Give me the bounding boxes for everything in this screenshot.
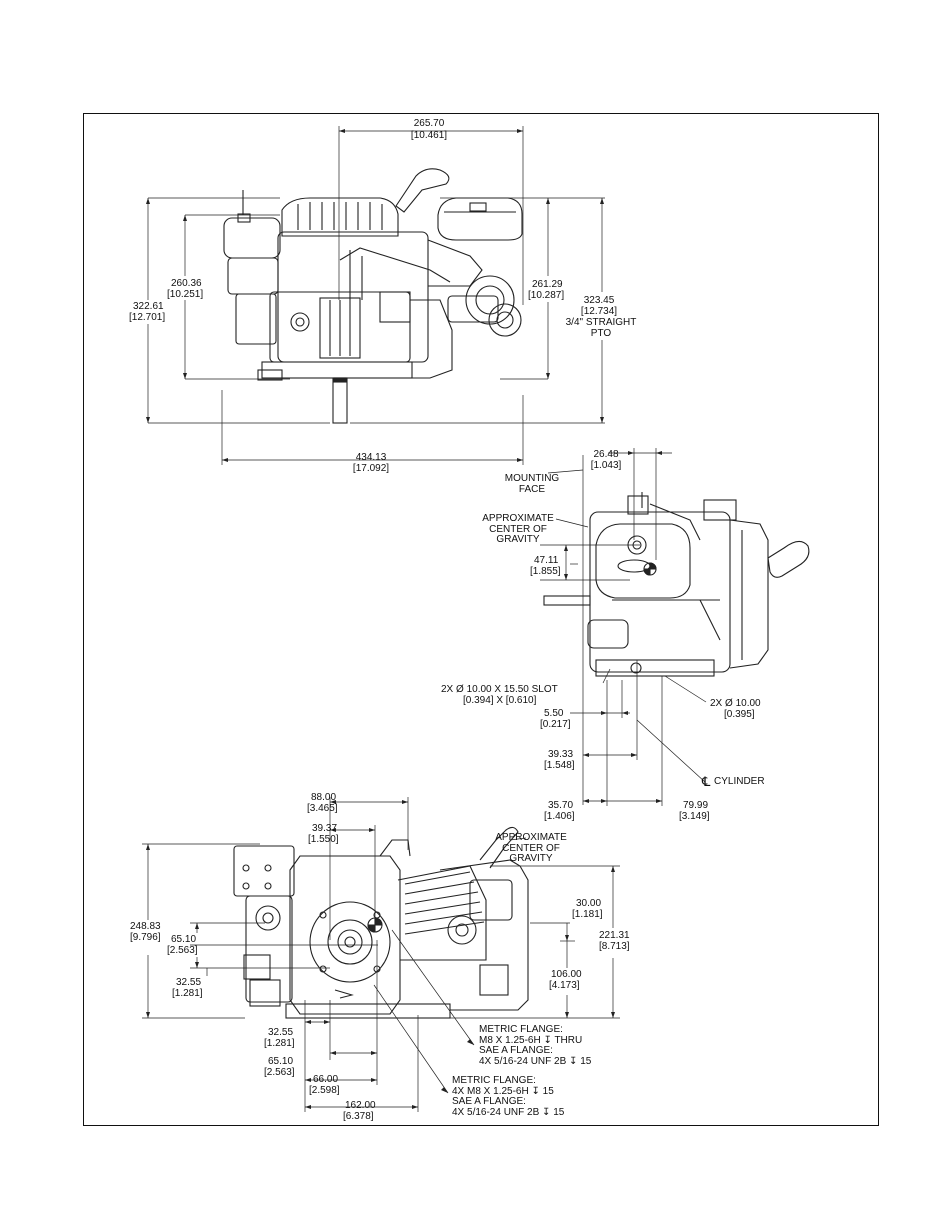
dim-height-323-mm: 323.45 bbox=[583, 295, 615, 306]
top-view-arrows bbox=[146, 129, 604, 462]
dim-26-mm: 26.48 bbox=[593, 449, 619, 460]
dim-162-in: [6.378] bbox=[343, 1111, 374, 1122]
centerline-symbol: ℄ bbox=[702, 774, 711, 789]
dim-39-in: [1.548] bbox=[544, 760, 575, 771]
dim-106-in: [4.173] bbox=[549, 980, 580, 991]
dim-65a-mm: 65.10 bbox=[171, 934, 197, 945]
dim-width-434-in: [17.092] bbox=[352, 463, 390, 474]
dim-221-mm: 221.31 bbox=[599, 930, 630, 941]
dim-height-322-mm: 322.61 bbox=[133, 301, 164, 312]
dim-height-322-in: [12.701] bbox=[129, 312, 166, 323]
pto-type-label: 3/4" STRAIGHT bbox=[565, 317, 637, 328]
dim-65a-in: [2.563] bbox=[167, 945, 198, 956]
dim-47-mm: 47.11 bbox=[534, 555, 559, 566]
dim-width-434-mm: 434.13 bbox=[355, 452, 387, 463]
dim-height-261-mm: 261.29 bbox=[532, 279, 563, 290]
dim-106-mm: 106.00 bbox=[551, 969, 582, 980]
dim-32b-in: [1.281] bbox=[264, 1038, 295, 1049]
dim-248-mm: 248.83 bbox=[130, 921, 161, 932]
drawing-frame bbox=[83, 113, 879, 1126]
dim-32b-mm: 32.55 bbox=[268, 1027, 294, 1038]
dim-height-260-mm: 260.36 bbox=[171, 278, 202, 289]
top-view-engine bbox=[223, 168, 523, 424]
dim-5-mm: 5.50 bbox=[544, 708, 564, 719]
side-cog-label: APPROXIMATE CENTER OF GRAVITY bbox=[482, 513, 554, 545]
dim-30-mm: 30.00 bbox=[576, 898, 602, 909]
dim-65b-mm: 65.10 bbox=[268, 1056, 294, 1067]
dim-79-mm: 79.99 bbox=[683, 800, 709, 811]
dim-248-in: [9.796] bbox=[130, 932, 161, 943]
dim-88-in: [3.465] bbox=[307, 803, 338, 814]
dim-32a-mm: 32.55 bbox=[176, 977, 202, 988]
flange-callout-2: METRIC FLANGE: 4X M8 X 1.25-6H ↧ 15 SAE … bbox=[452, 1075, 565, 1118]
dim-79-in: [3.149] bbox=[679, 811, 710, 822]
dim-32a-in: [1.281] bbox=[172, 988, 203, 999]
dim-66-mm: 66.00 bbox=[313, 1074, 339, 1085]
side-view-engine bbox=[543, 492, 810, 677]
side-view-dimensions bbox=[540, 448, 707, 806]
dim-35-mm: 35.70 bbox=[548, 800, 574, 811]
dim-39b-mm: 39.37 bbox=[312, 823, 338, 834]
dim-5-in: [0.217] bbox=[540, 719, 571, 730]
dim-88-mm: 88.00 bbox=[311, 792, 337, 803]
dim-65b-in: [2.563] bbox=[264, 1067, 295, 1078]
dim-66-in: [2.598] bbox=[309, 1085, 340, 1096]
dim-47-in: [1.855] bbox=[530, 566, 561, 577]
flange-callout-1: METRIC FLANGE: M8 X 1.25-6H ↧ THRU SAE A… bbox=[479, 1024, 592, 1067]
slot-callout: 2X Ø 10.00 X 15.50 SLOT [0.394] X [0.610… bbox=[441, 684, 558, 706]
dim-height-261-in: [10.287] bbox=[528, 290, 565, 301]
dim-width-265-in: [10.461] bbox=[410, 130, 448, 141]
dim-35-in: [1.406] bbox=[544, 811, 575, 822]
pto-label: PTO bbox=[590, 328, 612, 339]
mounting-face-label: MOUNTING FACE bbox=[504, 473, 560, 495]
bottom-cog-label: APPROXIMATE CENTER OF GRAVITY bbox=[495, 832, 567, 864]
dim-221-in: [8.713] bbox=[599, 941, 630, 952]
cylinder-label: CYLINDER bbox=[714, 776, 765, 787]
dim-26-in: [1.043] bbox=[590, 460, 622, 471]
dim-39-mm: 39.33 bbox=[548, 749, 574, 760]
dim-height-323-in: [12.734] bbox=[580, 306, 618, 317]
bottom-view-arrows bbox=[146, 800, 615, 1109]
dim-30-in: [1.181] bbox=[572, 909, 603, 920]
dim-width-265-mm: 265.70 bbox=[413, 118, 445, 129]
dim-39b-in: [1.550] bbox=[308, 834, 339, 845]
side-view-arrows bbox=[564, 451, 662, 803]
hole-callout: 2X Ø 10.00 [0.395] bbox=[710, 698, 761, 720]
dim-height-260-in: [10.251] bbox=[167, 289, 204, 300]
bottom-view-engine bbox=[233, 826, 529, 1019]
dim-162-mm: 162.00 bbox=[345, 1100, 376, 1111]
